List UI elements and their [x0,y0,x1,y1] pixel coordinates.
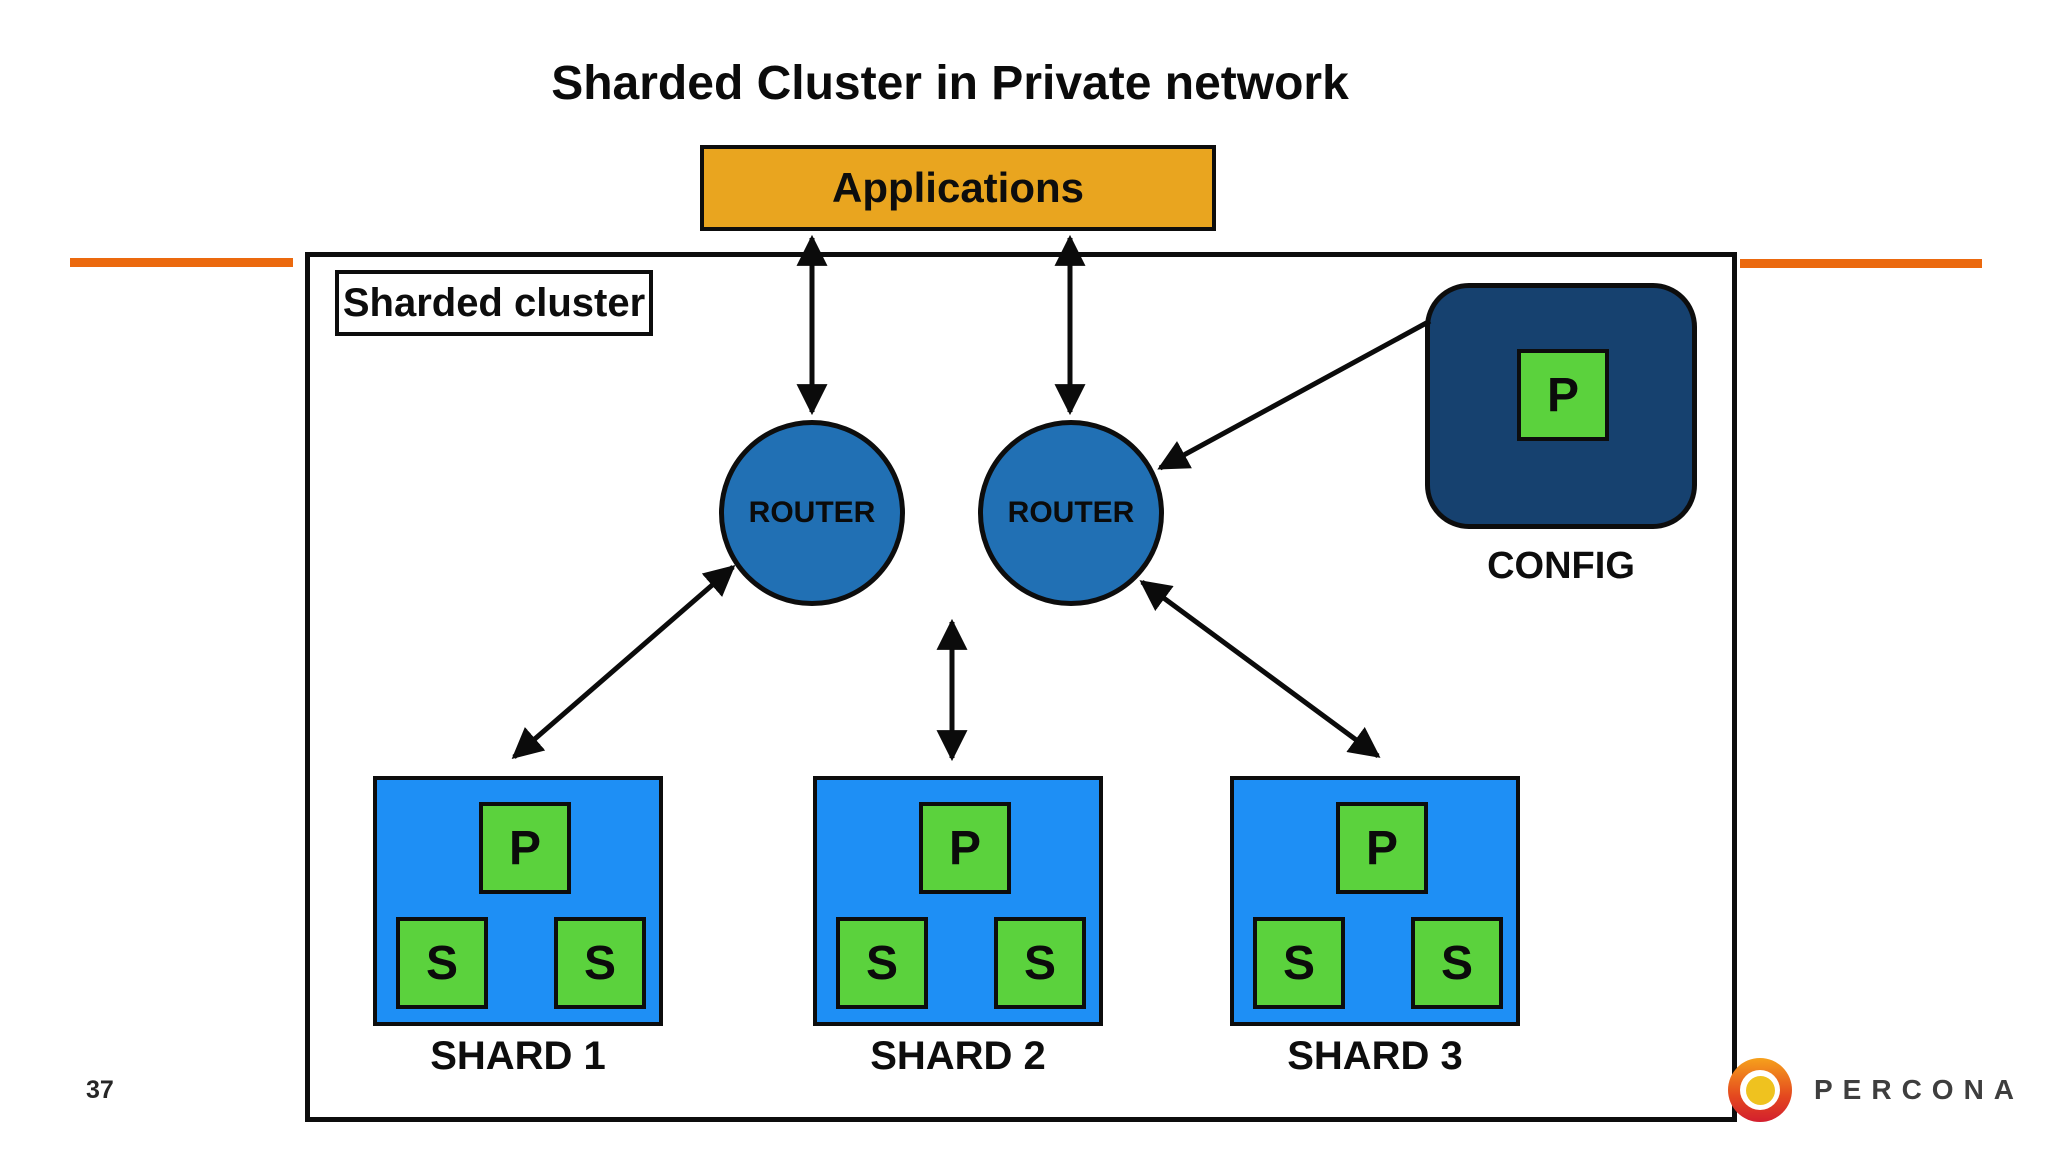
left-accent-divider [70,258,293,267]
shard-3-secondary-node: S [1411,917,1503,1009]
shard-3-box: P S S [1230,776,1520,1026]
shard-3-primary-node: P [1336,802,1428,894]
sharded-cluster-boundary [305,252,1737,1122]
shard-2-box: P S S [813,776,1103,1026]
shard-2-primary-node: P [919,802,1011,894]
percona-logo-center-dot [1745,1075,1775,1105]
sharded-cluster-label: Sharded cluster [335,270,653,336]
shard-2-secondary-node: S [994,917,1086,1009]
percona-logo-inner-ring [1740,1070,1780,1110]
shard-1-box: P S S [373,776,663,1026]
shard-2-label: SHARD 2 [870,1034,1046,1078]
shard-1-secondary-node: S [554,917,646,1009]
page-title: Sharded Cluster in Private network [551,57,1349,110]
config-primary-node: P [1517,349,1609,441]
page-number: 37 [86,1076,114,1104]
shard-3-label: SHARD 3 [1287,1034,1463,1078]
router-2-label: ROUTER [1007,496,1135,529]
percona-logo: PERCONA [1728,1058,2024,1122]
applications-label: Applications [831,164,1085,211]
right-accent-divider [1740,259,1982,268]
shard-3-secondary-node: S [1253,917,1345,1009]
shard-1-secondary-node: S [396,917,488,1009]
router-1-node: ROUTER [719,420,905,606]
shard-1-primary-node: P [479,802,571,894]
router-2-node: ROUTER [978,420,1164,606]
applications-box: Applications [700,145,1216,231]
router-1-label: ROUTER [748,496,876,529]
percona-logo-text: PERCONA [1814,1074,2025,1105]
config-label: CONFIG [1487,545,1635,587]
shard-2-secondary-node: S [836,917,928,1009]
shard-1-label: SHARD 1 [430,1034,606,1078]
percona-logo-icon [1728,1058,1792,1122]
